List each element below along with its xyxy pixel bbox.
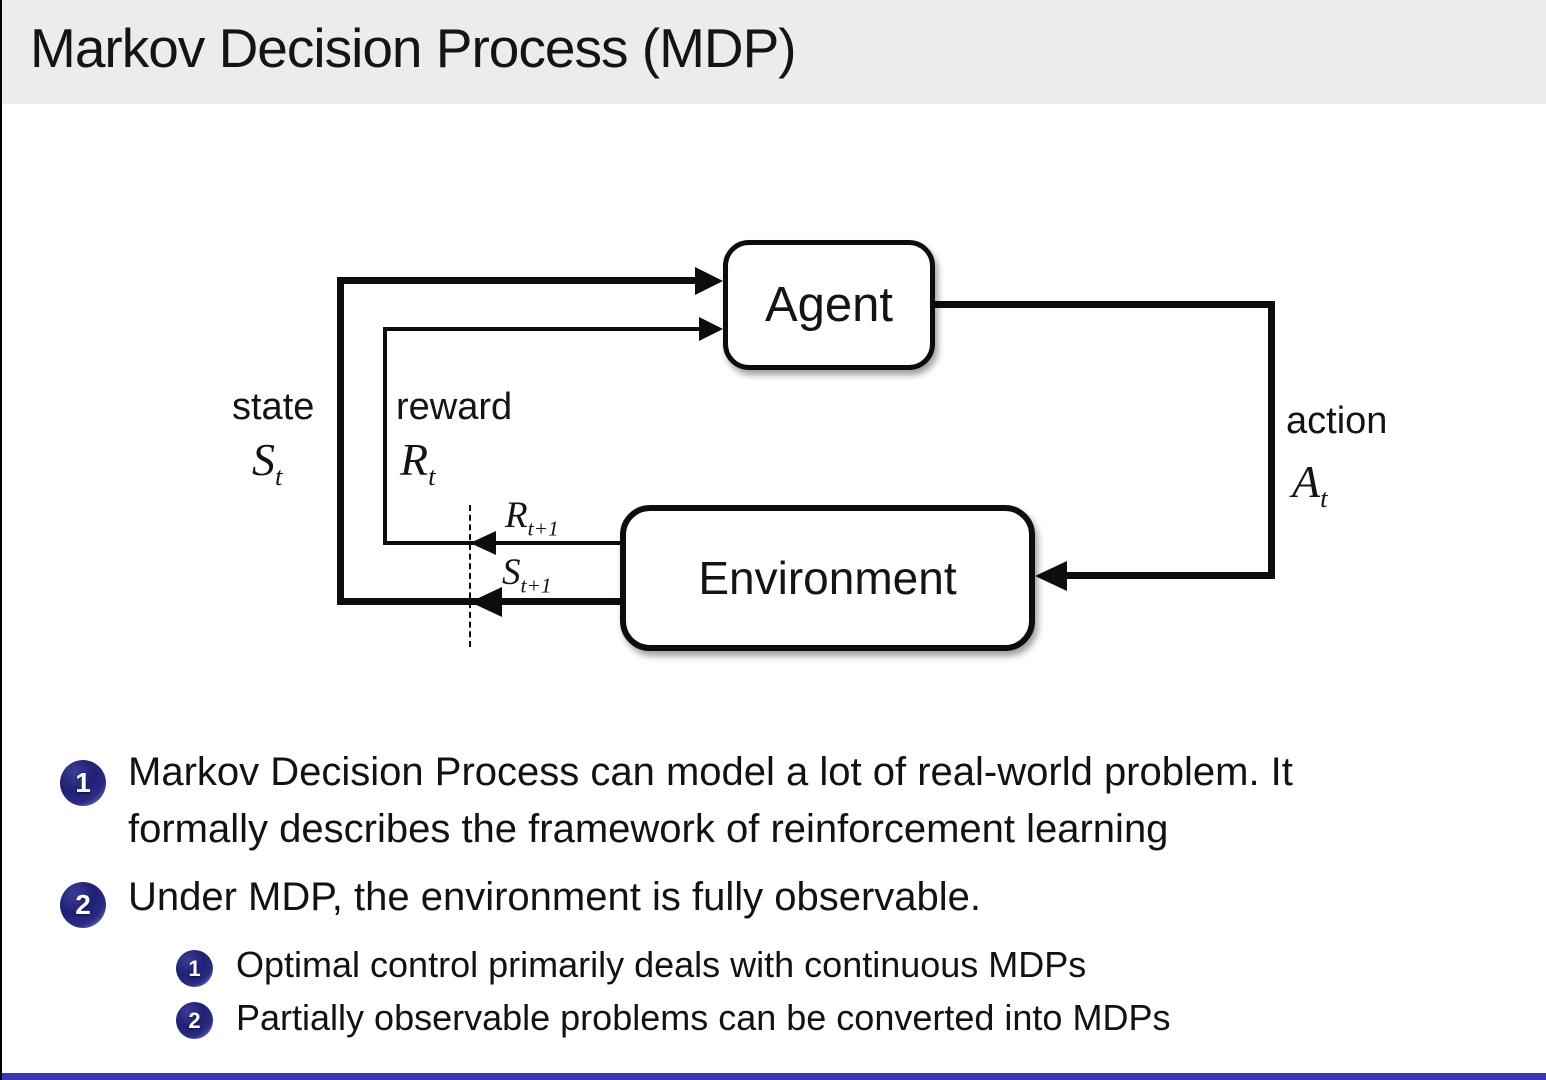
next-state-arrowhead-icon [470,587,502,617]
footer-accent-bar [0,1073,1546,1080]
sub-bullet-item-1: Optimal control primarily deals with con… [236,944,1087,985]
enumerate-ball-icon: 1 [176,950,213,987]
timestep-dashed-line [469,505,471,647]
state-line-top [337,277,697,284]
enumerate-ball-icon: 2 [176,1002,213,1039]
slide-left-border [0,0,2,1080]
state-label: state [232,386,315,428]
slide-title: Markov Decision Process (MDP) [30,17,797,79]
bullet-item-2: Under MDP, the environment is fully obse… [128,875,982,919]
reward-symbol: Rt [400,434,436,492]
action-label: action [1286,400,1388,442]
environment-box: Environment [620,505,1035,651]
sub-bullet-item-2: Partially observable problems can be con… [236,997,1171,1038]
action-symbol: At [1292,456,1328,514]
enumerate-ball-icon: 1 [60,760,106,806]
action-arrowhead-icon [1035,561,1067,591]
action-line-bottom [1050,572,1275,579]
enumerate-ball-icon: 2 [60,882,106,928]
reward-line-top [383,327,701,331]
state-line-vertical [337,277,344,605]
next-reward-symbol: Rt+1 [505,495,559,541]
agent-label: Agent [764,278,894,332]
state-symbol: St [252,434,283,492]
bullet-item-1-line-1: Markov Decision Process can model a lot … [128,750,1293,794]
next-state-symbol: St+1 [502,552,552,598]
reward-line-bottom [383,541,622,545]
environment-label: Environment [698,552,957,604]
bullet-item-1: Markov Decision Process can model a lot … [128,744,1293,858]
next-reward-arrowhead-icon [470,531,496,555]
reward-line-vertical [383,327,387,543]
bullet-item-1-line-2: formally describes the framework of rein… [128,807,1169,851]
reward-label: reward [396,386,513,428]
agent-box: Agent [723,240,935,370]
mdp-agent-environment-diagram: Agent Environment state St reward Rt act… [232,240,1388,651]
reward-arrowhead-icon [699,317,723,341]
action-line-vertical [1268,301,1275,579]
state-arrowhead-icon [695,267,723,295]
slide-header: Markov Decision Process (MDP) [0,0,1546,104]
action-line-top [935,301,1275,308]
